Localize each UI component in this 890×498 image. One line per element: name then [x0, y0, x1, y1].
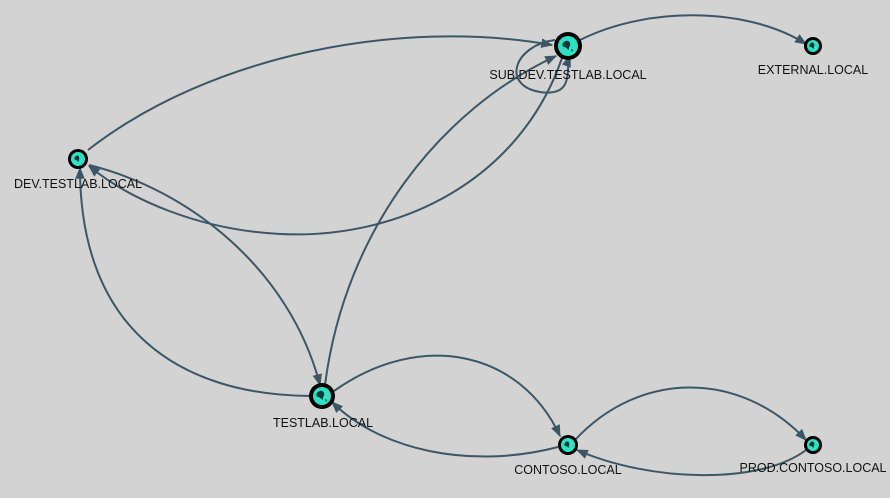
- edge-sub-self-loop[interactable]: [515, 39, 571, 94]
- edge-test-to-sub[interactable]: [324, 55, 558, 386]
- node-contoso-local[interactable]: CONTOSO.LOCAL: [514, 435, 622, 477]
- edges-layer: [75, 14, 808, 477]
- globe-icon: [562, 40, 573, 52]
- node-label: PROD.CONTOSO.LOCAL: [739, 461, 886, 475]
- nodes-layer: SUB.DEV.TESTLAB.LOCAL EXTERNAL.LOCAL DEV…: [14, 32, 887, 477]
- edge-sub-to-ext[interactable]: [579, 14, 808, 45]
- globe-icon: [74, 155, 80, 162]
- edge-contoso-to-prod[interactable]: [574, 386, 807, 441]
- globe-icon: [809, 441, 815, 448]
- node-dev-testlab-local[interactable]: DEV.TESTLAB.LOCAL: [14, 149, 142, 191]
- globe-icon: [316, 390, 327, 402]
- node-label: EXTERNAL.LOCAL: [758, 63, 869, 77]
- globe-icon: [809, 42, 815, 49]
- node-external-local[interactable]: EXTERNAL.LOCAL: [758, 37, 869, 77]
- node-label: TESTLAB.LOCAL: [273, 416, 373, 430]
- edge-sub-to-dev[interactable]: [88, 57, 563, 236]
- node-label: DEV.TESTLAB.LOCAL: [14, 177, 142, 191]
- node-label: SUB.DEV.TESTLAB.LOCAL: [489, 68, 646, 82]
- edge-prod-to-contoso[interactable]: [575, 449, 807, 477]
- globe-icon: [564, 441, 570, 448]
- edge-test-to-contoso[interactable]: [333, 354, 561, 438]
- edge-dev-to-sub[interactable]: [87, 35, 554, 151]
- node-sub-dev-testlab-local[interactable]: SUB.DEV.TESTLAB.LOCAL: [489, 32, 647, 82]
- node-prod-contoso-local[interactable]: PROD.CONTOSO.LOCAL: [739, 436, 887, 475]
- edge-test-to-dev[interactable]: [75, 166, 311, 397]
- edge-contoso-to-test[interactable]: [331, 401, 559, 458]
- edge-dev-to-test[interactable]: [88, 164, 322, 387]
- node-label: CONTOSO.LOCAL: [514, 463, 621, 477]
- node-testlab-local[interactable]: TESTLAB.LOCAL: [273, 383, 373, 430]
